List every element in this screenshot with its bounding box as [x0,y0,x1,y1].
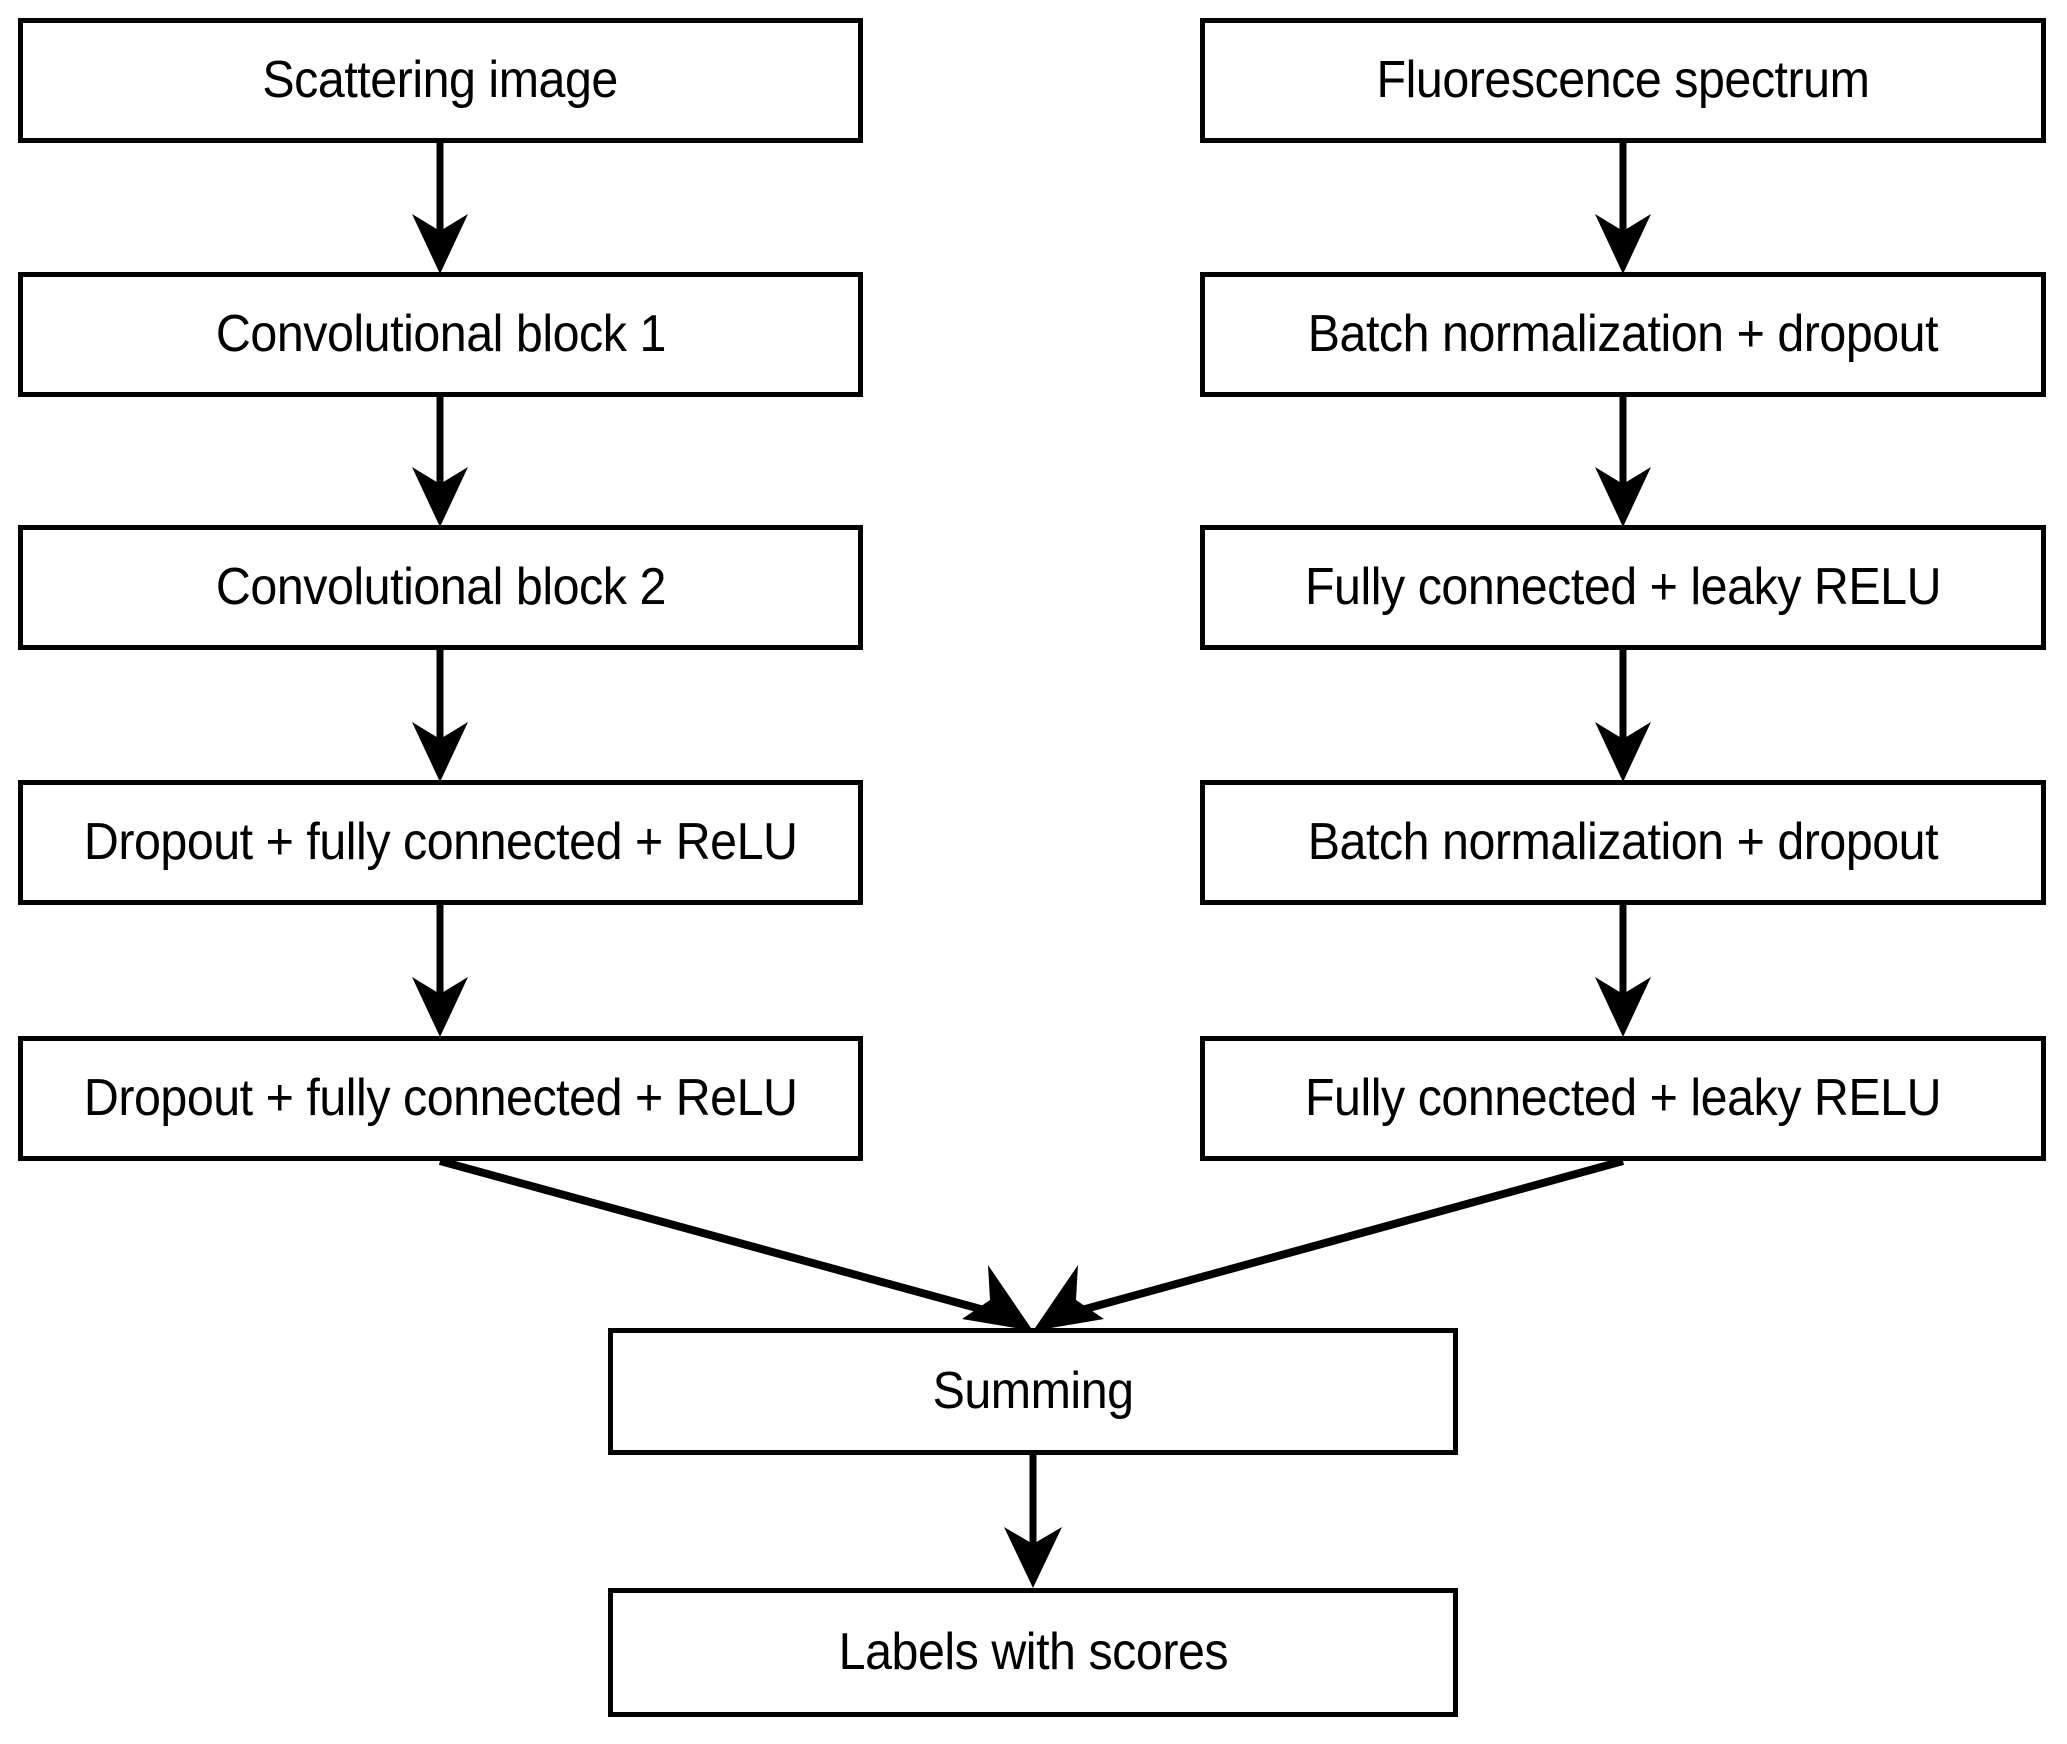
node-label: Fully connected + leaky RELU [1304,557,1942,616]
edge-left-3-to-left-4 [412,650,468,782]
node-label: Scattering image [262,50,619,109]
node-fc-leaky-relu-1[interactable]: Fully connected + leaky RELU [1200,525,2046,650]
node-convolutional-block-2[interactable]: Convolutional block 2 [18,525,863,650]
node-label: Fully connected + leaky RELU [1304,1068,1942,1127]
edge-right-5-to-summing [1033,1157,1625,1331]
node-fluorescence-spectrum[interactable]: Fluorescence spectrum [1200,18,2046,143]
node-label: Dropout + fully connected + ReLU [83,1068,798,1127]
node-label: Dropout + fully connected + ReLU [83,812,798,871]
node-batch-norm-dropout-2[interactable]: Batch normalization + dropout [1200,780,2046,905]
node-fc-leaky-relu-2[interactable]: Fully connected + leaky RELU [1200,1036,2046,1161]
edge-left-1-to-left-2 [412,143,468,274]
node-label: Convolutional block 1 [215,304,666,363]
node-labels-with-scores[interactable]: Labels with scores [608,1588,1458,1717]
node-label: Batch normalization + dropout [1307,812,1939,871]
node-convolutional-block-1[interactable]: Convolutional block 1 [18,272,863,397]
node-label: Batch normalization + dropout [1307,304,1939,363]
edge-left-2-to-left-3 [412,397,468,527]
node-summing[interactable]: Summing [608,1328,1458,1455]
node-label: Fluorescence spectrum [1376,50,1870,109]
node-scattering-image[interactable]: Scattering image [18,18,863,143]
edge-summing-to-output [1004,1454,1062,1588]
edge-left-4-to-left-5 [412,905,468,1037]
edge-right-4-to-right-5 [1595,905,1651,1037]
edge-right-3-to-right-4 [1595,650,1651,782]
node-dropout-fc-relu-2[interactable]: Dropout + fully connected + ReLU [18,1036,863,1161]
node-dropout-fc-relu-1[interactable]: Dropout + fully connected + ReLU [18,780,863,905]
edge-right-1-to-right-2 [1595,143,1651,274]
node-label: Convolutional block 2 [215,557,666,616]
node-label: Summing [932,1361,1134,1420]
edge-right-2-to-right-3 [1595,397,1651,527]
edge-left-5-to-summing [438,1157,1033,1331]
node-label: Labels with scores [838,1622,1228,1681]
node-batch-norm-dropout-1[interactable]: Batch normalization + dropout [1200,272,2046,397]
